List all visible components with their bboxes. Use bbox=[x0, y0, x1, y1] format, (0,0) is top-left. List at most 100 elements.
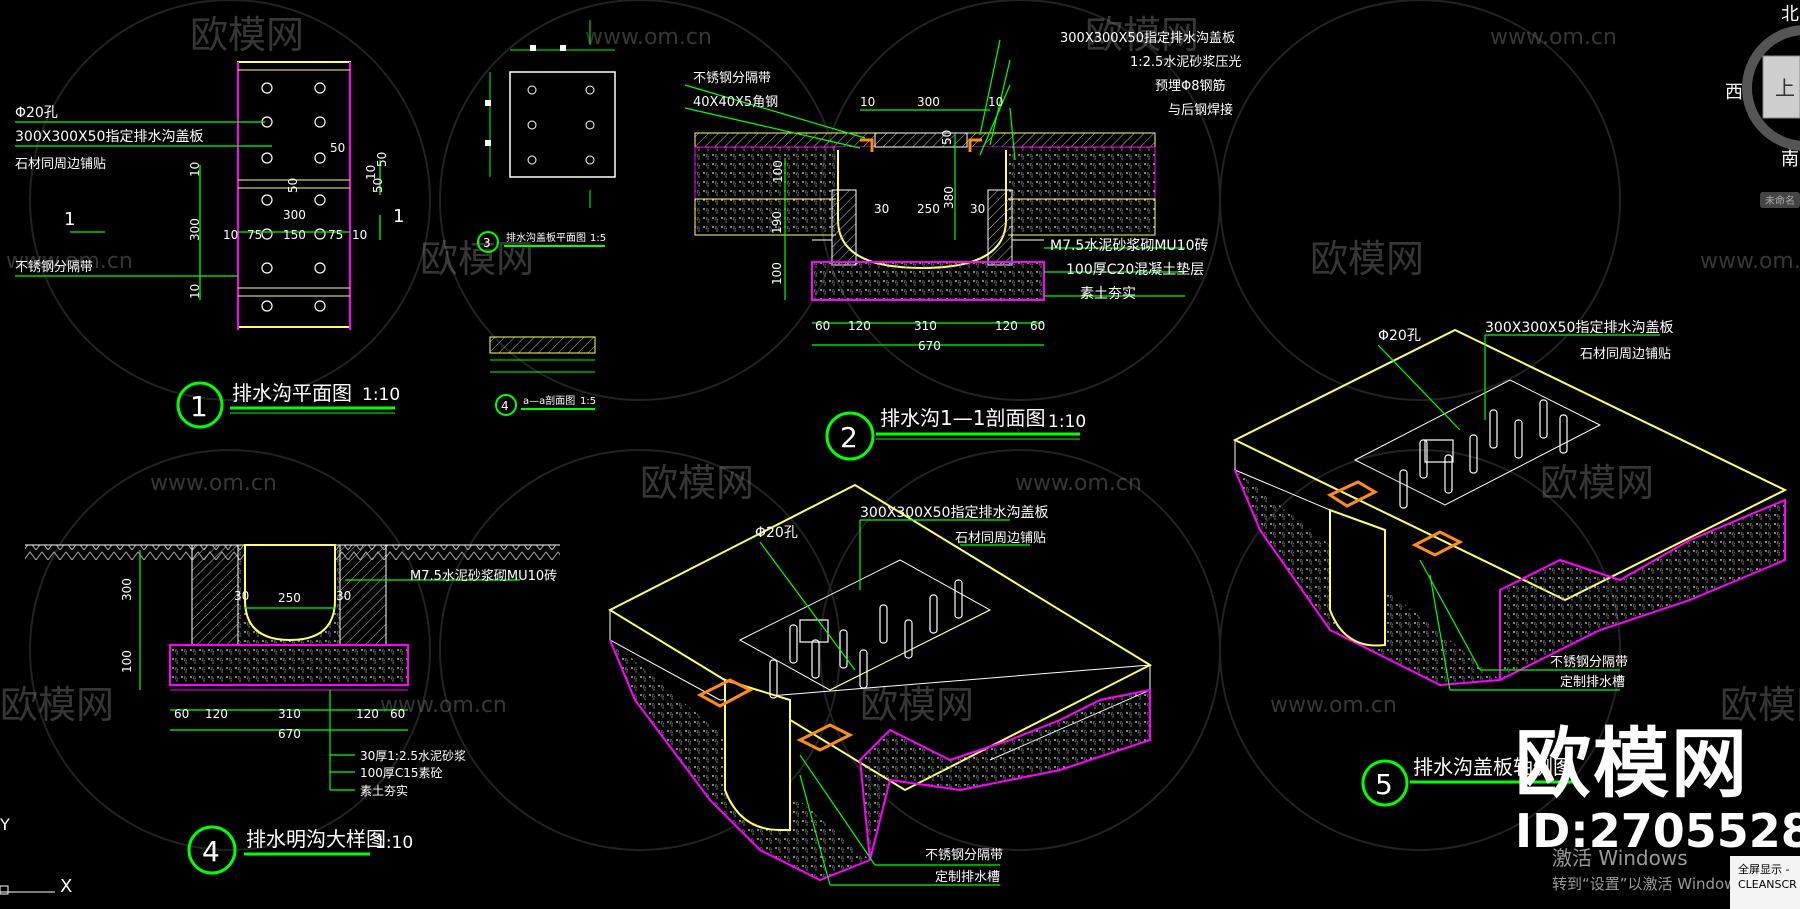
watermark-site: www.om.cn bbox=[380, 693, 507, 718]
view-4-number: 4 bbox=[202, 835, 220, 868]
watermark-logo: 欧模网 bbox=[0, 683, 114, 727]
section-mark-right: 1 bbox=[393, 206, 404, 227]
viewcube-ring[interactable] bbox=[1742, 25, 1800, 151]
viewcube-top-label[interactable]: 上 bbox=[1775, 76, 1795, 100]
viewcube[interactable]: 北 西 南 上 未命名 bbox=[1725, 0, 1800, 230]
view-1-number: 1 bbox=[190, 390, 208, 423]
v2-label-rebar: 预埋Φ8钢筋 bbox=[1155, 78, 1226, 94]
dim: 60 bbox=[1030, 319, 1045, 333]
dim: 10 bbox=[364, 165, 378, 180]
watermark-site: www.om.cn bbox=[1015, 471, 1142, 496]
compass-west[interactable]: 西 bbox=[1725, 82, 1743, 103]
label-cover: 300X300X50指定排水沟盖板 bbox=[15, 129, 203, 145]
tooltip-line-1: 全屏显示 - bbox=[1738, 863, 1790, 876]
view-2-scale: 1:10 bbox=[1048, 412, 1086, 432]
windows-activation-notice: 激活 Windows 转到“设置”以激活 Windows。 bbox=[1552, 842, 1759, 894]
view-1-title: 排水沟平面图 bbox=[232, 381, 352, 405]
v2-label-cover: 300X300X50指定排水沟盖板 bbox=[1060, 31, 1235, 46]
wcs-menu[interactable] bbox=[1760, 192, 1800, 208]
dim: 120 bbox=[995, 319, 1018, 333]
dim: 300 bbox=[188, 218, 202, 241]
section-mark-left: 1 bbox=[64, 209, 75, 230]
watermark-logo: 欧模网 bbox=[1085, 13, 1199, 57]
v2-label-brick: M7.5水泥砂浆砌MU10砖 bbox=[1050, 238, 1208, 254]
v5-label-cover: 300X300X50指定排水沟盖板 bbox=[1485, 320, 1673, 336]
wcs-label: 未命名 bbox=[1765, 194, 1795, 207]
view-4-detail: M7.5水泥砂浆砌MU10砖 30厚1:2.5水泥砂浆 100厚C15素砼 素土… bbox=[25, 544, 560, 875]
view-3-scale: 1:5 bbox=[590, 233, 606, 244]
dim: 670 bbox=[918, 339, 941, 353]
v2-label-concrete: 100厚C20混凝土垫层 bbox=[1066, 262, 1204, 278]
view-5-iso: Φ20孔 300X300X50指定排水沟盖板 石材同周边铺贴 不锈钢分隔带 定制… bbox=[1232, 320, 1788, 807]
dim: 30 bbox=[970, 202, 985, 216]
watermark-site: www.om.cn bbox=[585, 25, 712, 50]
v2-label-mortar: 1:2.5水泥砂浆压光 bbox=[1130, 55, 1241, 70]
v4-label-soil: 素土夯实 bbox=[360, 783, 408, 798]
view-3-cover-plan: 3 排水沟盖板平面图 1:5 bbox=[477, 20, 616, 253]
v2-label-strip: 不锈钢分隔带 bbox=[693, 71, 771, 86]
brand-watermark: 欧模网 ID:2705528 bbox=[1515, 726, 1800, 857]
dim: 30 bbox=[336, 589, 351, 603]
view-4a-section: 4 a—a剖面图 1:5 bbox=[489, 336, 596, 416]
watermark-site: www.om.cn bbox=[1700, 249, 1800, 274]
watermark-site: www.om.cn bbox=[6, 249, 133, 274]
dim: 10 bbox=[223, 228, 238, 242]
brand-name: 欧模网 bbox=[1515, 719, 1749, 808]
dim: 190 bbox=[770, 211, 784, 234]
view-5-number: 5 bbox=[1375, 768, 1393, 801]
command-tooltip: 全屏显示 - CLEANSCR bbox=[1730, 856, 1800, 909]
iso-mid-label-paving: 石材同周边铺贴 bbox=[955, 531, 1046, 546]
dim: 100 bbox=[120, 650, 134, 673]
view-3-title: 排水沟盖板平面图 bbox=[506, 231, 586, 244]
dim: 100 bbox=[770, 262, 784, 285]
dim: 310 bbox=[914, 319, 937, 333]
dim: 50 bbox=[330, 141, 345, 155]
watermark-logo: 欧模网 bbox=[640, 461, 754, 505]
dim: 120 bbox=[848, 319, 871, 333]
view-4a-number: 4 bbox=[501, 399, 509, 413]
compass-north[interactable]: 北 bbox=[1781, 4, 1799, 25]
view-iso-middle: Φ20孔 300X300X50指定排水沟盖板 石材同周边铺贴 不锈钢分隔带 定制… bbox=[607, 483, 1153, 886]
view-4-title: 排水明沟大样图 bbox=[246, 827, 386, 851]
dim: 10 bbox=[188, 284, 202, 299]
ucs-icon: Y X bbox=[0, 815, 72, 897]
tooltip-line-2: CLEANSCR bbox=[1738, 878, 1797, 891]
dim: 10 bbox=[352, 228, 367, 242]
watermark-texts: 欧模网 www.om.cn 欧模网 www.om.cn www.om.cn 欧模… bbox=[0, 13, 1800, 727]
dim: 60 bbox=[390, 707, 405, 721]
watermark-site: www.om.cn bbox=[150, 471, 277, 496]
dim: 10 bbox=[860, 95, 875, 109]
ucs-y-label: Y bbox=[0, 815, 10, 834]
viewcube-face[interactable] bbox=[1762, 55, 1800, 119]
watermark-circles bbox=[29, 0, 1621, 851]
dim: 50 bbox=[375, 152, 389, 167]
dim: 10 bbox=[988, 95, 1003, 109]
dim: 10 bbox=[188, 162, 202, 177]
dim: 120 bbox=[356, 707, 379, 721]
label-hole: Φ20孔 bbox=[15, 105, 58, 121]
label-paving: 石材同周边铺贴 bbox=[15, 157, 106, 172]
compass-south[interactable]: 南 bbox=[1781, 149, 1799, 170]
view-4a-title: a—a剖面图 bbox=[523, 394, 575, 407]
dim: 670 bbox=[278, 727, 301, 741]
dim: 300 bbox=[120, 578, 134, 601]
v5-label-channel: 定制排水槽 bbox=[1560, 675, 1625, 690]
view-1-scale: 1:10 bbox=[362, 385, 400, 405]
brand-id: ID:2705528 bbox=[1515, 804, 1800, 858]
iso-mid-label-cover: 300X300X50指定排水沟盖板 bbox=[860, 505, 1048, 521]
watermark-logo: 欧模网 bbox=[1540, 461, 1654, 505]
view-5-title: 排水沟盖板轴侧图 bbox=[1413, 755, 1573, 779]
dim: 50 bbox=[371, 178, 385, 193]
activation-line-2: 转到“设置”以激活 Windows。 bbox=[1552, 875, 1760, 893]
watermark-logo: 欧模网 bbox=[190, 13, 304, 57]
dim: 30 bbox=[234, 589, 249, 603]
dim: 300 bbox=[283, 208, 306, 222]
view-2-section: 300X300X50指定排水沟盖板 1:2.5水泥砂浆压光 预埋Φ8钢筋 与后钢… bbox=[684, 31, 1241, 461]
dim: 75 bbox=[328, 228, 343, 242]
dim: 60 bbox=[174, 707, 189, 721]
view-2-number: 2 bbox=[840, 421, 858, 454]
watermark-logo: 欧模网 bbox=[860, 683, 974, 727]
dim: 30 bbox=[874, 202, 889, 216]
activation-line-1: 激活 Windows bbox=[1552, 846, 1688, 870]
